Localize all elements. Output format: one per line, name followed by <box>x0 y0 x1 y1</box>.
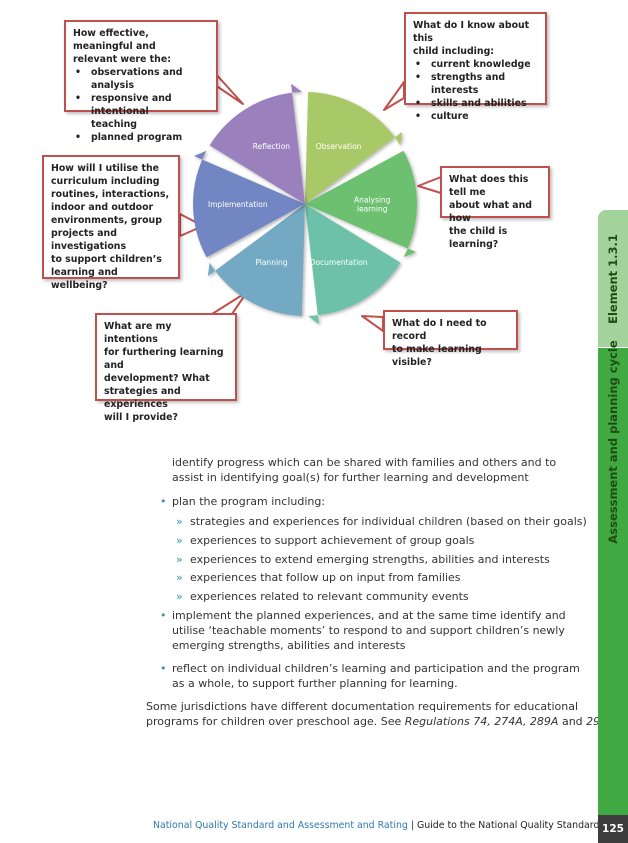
plan-subitem: experiences to extend emerging strengths… <box>176 552 550 567</box>
continuation-line: assist in identifying goal(s) for furthe… <box>172 471 529 484</box>
page-number: 125 <box>598 815 628 843</box>
planning-callout-line: strategies and experiences <box>104 386 181 410</box>
planning-callout-line: for furthering learning and <box>104 347 224 371</box>
plan-bullet: plan the program including: <box>160 494 325 509</box>
cycle-segment-reflection <box>209 83 305 204</box>
implement-bullet: implement the planned experiences, and a… <box>160 608 566 653</box>
planning-callout: What are my intentions for furthering le… <box>95 313 237 423</box>
planning-callout-line: What are my intentions <box>104 321 172 345</box>
cycle-segment-implementation <box>193 150 305 258</box>
footer-guide: Guide to the National Quality Standard <box>416 820 600 831</box>
cycle-segment-analysing-learning <box>305 150 417 258</box>
observation-callout-bullet: culture <box>415 110 538 123</box>
cycle-label-implementation: Implementation <box>208 200 268 209</box>
cycle-label-planning: Planning <box>255 258 288 267</box>
implementation-callout-line: routines, interactions, <box>51 189 170 200</box>
cycle-segment-observation <box>305 92 403 204</box>
element-tab: Element 1.3.1 <box>598 210 628 347</box>
cycle-segment-planning <box>207 204 305 316</box>
element-label: Element 1.3.1 <box>606 233 620 324</box>
cycle-segment-documentation <box>305 204 401 325</box>
implementation-callout-line: environments, group <box>51 215 162 226</box>
implementation-callout: How will I utilise the curriculum includ… <box>42 155 180 291</box>
observation-callout-bullet: strengths and interests <box>415 71 538 97</box>
implementation-callout-line: learning and wellbeing? <box>51 267 118 291</box>
observation-callout-bullet: current knowledge <box>415 58 538 71</box>
reflect-bullet: reflect on individual children’s learnin… <box>160 661 580 691</box>
analysing-callout-line: What does this tell me <box>449 174 529 198</box>
observation-callout-intro-2: child including: <box>413 46 495 57</box>
reflection-callout-bullet: planned program <box>75 131 209 144</box>
section-tab: Assessment and planning cycle <box>598 340 628 815</box>
regulations-reference: Regulations 74, 274A, 289A <box>404 715 559 728</box>
implementation-callout-line: curriculum including <box>51 176 160 187</box>
observation-callout: What do I know about this child includin… <box>404 12 547 123</box>
observation-callout-intro-1: What do I know about this <box>413 20 530 44</box>
callout-pointer <box>179 213 204 237</box>
plan-subitem: experiences to support achievement of gr… <box>176 533 474 548</box>
analysing-callout-line: about what and how <box>449 200 533 224</box>
implementation-callout-line: How will I utilise the <box>51 163 160 174</box>
footer-title: National Quality Standard and Assessment… <box>153 820 408 831</box>
reflection-callout-bullet: observations and analysis <box>75 66 209 92</box>
implementation-callout-line: to support children’s <box>51 254 162 265</box>
implementation-callout-line: indoor and outdoor <box>51 202 154 213</box>
reflection-callout-intro-1: How effective, meaningful and <box>73 28 156 52</box>
plan-subitem: strategies and experiences for individua… <box>176 514 587 529</box>
reflection-callout-intro-2: relevant were the: <box>73 54 171 65</box>
planning-callout-line: development? What <box>104 373 210 384</box>
continuation-line: identify progress which can be shared wi… <box>172 456 557 469</box>
cycle-label-reflection: Reflection <box>253 142 291 151</box>
implementation-callout-line: projects and investigations <box>51 228 127 252</box>
documentation-callout-line: to make learning visible? <box>392 344 482 368</box>
closing-paragraph: Some jurisdictions have different docume… <box>146 699 618 729</box>
planning-callout-line: will I provide? <box>104 412 178 423</box>
plan-subitem: experiences related to relevant communit… <box>176 589 469 604</box>
observation-callout-bullet: skills and abilities <box>415 97 538 110</box>
reflection-callout: How effective, meaningful and relevant w… <box>64 20 218 144</box>
documentation-callout-line: What do I need to record <box>392 318 487 342</box>
documentation-callout: What do I need to record to make learnin… <box>383 310 518 368</box>
analysing-callout-line: the child is learning? <box>449 226 508 250</box>
footer-separator: | <box>407 820 417 831</box>
section-label: Assessment and planning cycle <box>606 340 620 544</box>
page-footer: National Quality Standard and Assessment… <box>153 820 599 831</box>
cycle-label-observation: Observation <box>316 142 362 151</box>
plan-subitem: experiences that follow up on input from… <box>176 570 460 585</box>
cycle-label-documentation: Documentation <box>310 258 368 267</box>
analysing-callout: What does this tell me about what and ho… <box>440 166 550 250</box>
